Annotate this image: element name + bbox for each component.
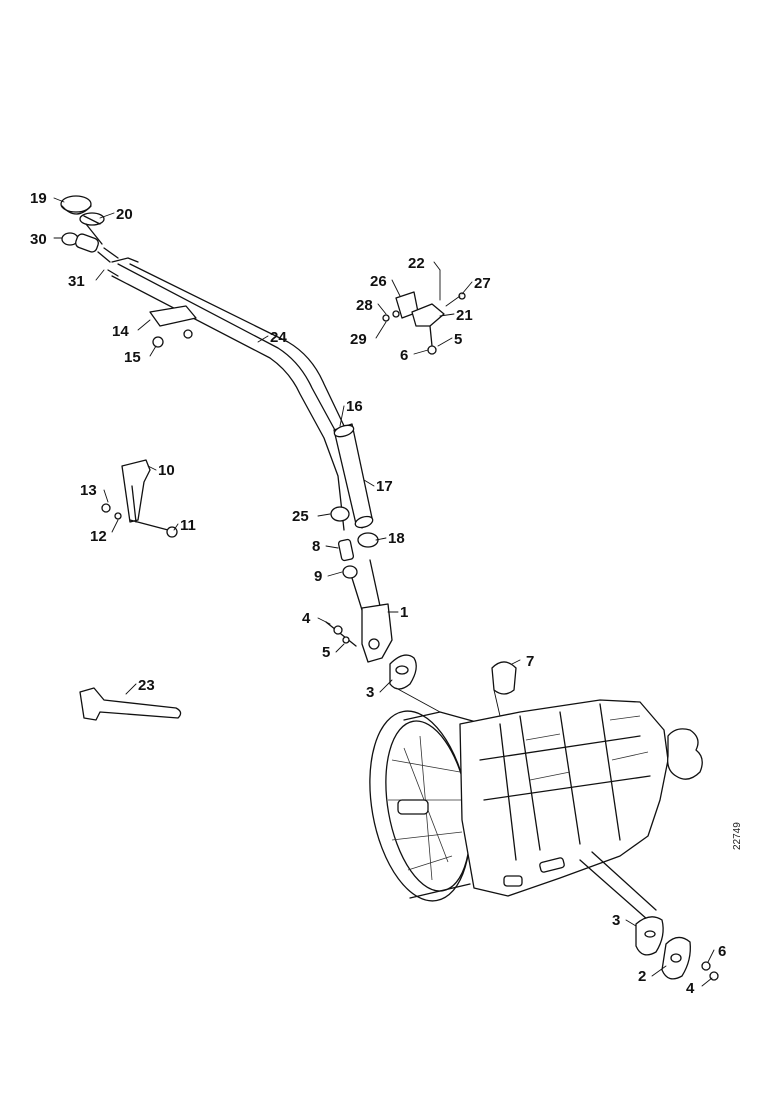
- label-3a: 3: [366, 684, 374, 701]
- label-9: 9: [314, 568, 322, 585]
- label-31: 31: [68, 273, 85, 290]
- cap-7: [491, 661, 517, 717]
- label-21: 21: [456, 307, 473, 324]
- label-11: 11: [180, 517, 196, 534]
- label-27: 27: [474, 275, 491, 292]
- label-13: 13: [80, 482, 97, 499]
- label-17: 17: [376, 478, 393, 495]
- label-29: 29: [350, 331, 367, 348]
- label-18: 18: [388, 530, 405, 547]
- shift-lever-lower: [635, 916, 719, 981]
- label-7: 7: [526, 653, 534, 670]
- label-10: 10: [158, 462, 175, 479]
- label-1: 1: [400, 604, 408, 621]
- label-25: 25: [292, 508, 309, 525]
- label-20: 20: [116, 206, 133, 223]
- leader-lines: [53, 197, 715, 987]
- support-bracket: [101, 459, 178, 538]
- bracket-assembly: [382, 269, 466, 355]
- label-23: 23: [138, 677, 155, 694]
- label-16: 16: [346, 398, 363, 415]
- label-15: 15: [124, 349, 141, 366]
- gearbox-housing: [369, 699, 703, 921]
- label-22: 22: [408, 255, 425, 272]
- label-14: 14: [112, 323, 129, 340]
- label-5a: 5: [454, 331, 462, 348]
- label-6b: 6: [718, 943, 726, 960]
- label-24: 24: [270, 329, 287, 346]
- label-4b: 4: [686, 980, 695, 997]
- label-5b: 5: [322, 644, 330, 661]
- label-12: 12: [90, 528, 107, 545]
- label-2: 2: [638, 968, 646, 985]
- label-19: 19: [30, 190, 47, 207]
- label-4a: 4: [302, 610, 311, 627]
- diagram-code: 22749: [732, 822, 743, 850]
- label-26: 26: [370, 273, 387, 290]
- label-3b: 3: [612, 912, 620, 929]
- gear-knob-assembly: [60, 195, 119, 263]
- shift-rod: [107, 257, 441, 713]
- label-8: 8: [312, 538, 320, 555]
- part-number-labels: 19 20 30 31 14 15 24 22 26 27 28 21 29 5…: [30, 190, 726, 997]
- label-30: 30: [30, 231, 47, 248]
- lever-23: [79, 687, 182, 721]
- label-28: 28: [356, 297, 373, 314]
- label-6a: 6: [400, 347, 408, 364]
